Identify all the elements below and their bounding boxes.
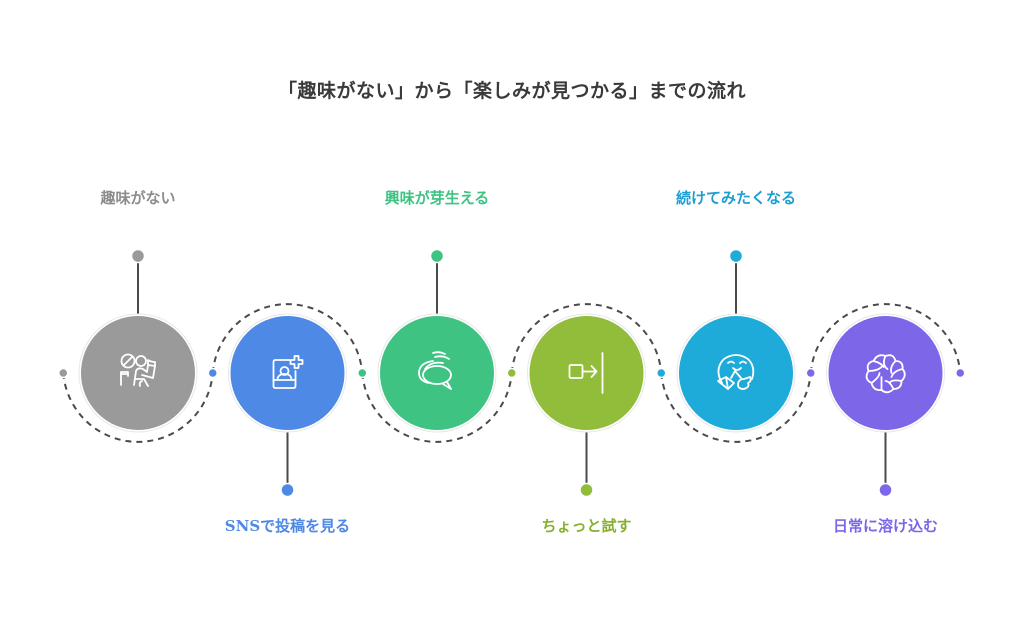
profile-add-icon	[272, 355, 304, 389]
step-label: 日常に溶け込む	[832, 517, 939, 535]
step-node	[78, 313, 198, 433]
dashed-arc	[510, 303, 663, 374]
step-circle	[81, 316, 195, 430]
step-circle	[529, 316, 644, 430]
dashed-path	[62, 303, 962, 443]
conversation-bubble-icon	[418, 351, 452, 390]
junction-dot	[506, 367, 517, 379]
junction-dot	[955, 367, 966, 379]
step-label: 続けてみたくなる	[675, 189, 797, 207]
dashed-arc	[361, 372, 513, 443]
stem-dot	[130, 248, 146, 264]
step-circle	[380, 316, 494, 430]
dashed-arc	[62, 372, 214, 443]
step-label: SNSで投稿を見る	[224, 517, 351, 535]
stem-dot	[429, 248, 445, 264]
dashed-arc	[809, 303, 962, 374]
step-node	[826, 313, 945, 433]
swirl-flower-icon	[865, 354, 906, 394]
step-node	[228, 313, 347, 433]
dashed-arc	[211, 303, 364, 374]
step-node	[377, 313, 497, 433]
step-label: 興味が芽生える	[384, 189, 490, 207]
junction-dot	[207, 367, 218, 379]
step-circle	[828, 316, 943, 430]
stem-dot	[280, 482, 295, 498]
stem-dot	[728, 248, 744, 264]
stem-dot	[878, 482, 893, 498]
person-reading-blocked-icon	[120, 353, 156, 387]
junction-dot	[58, 367, 69, 379]
diagram-title: 「趣味がない」から「楽しみが見つかる」までの流れ	[277, 80, 746, 102]
junction-dot	[656, 367, 667, 379]
step-label: 趣味がない	[100, 189, 176, 207]
step-label: ちょっと試す	[541, 517, 632, 535]
stem-dot	[579, 482, 594, 498]
junction-dot	[357, 367, 368, 379]
step-node	[676, 313, 796, 433]
dashed-arc	[660, 372, 812, 443]
junction-dot	[805, 367, 816, 379]
step-in-arrow-icon	[568, 352, 604, 394]
step-node	[527, 313, 646, 433]
happy-reader-icon	[717, 354, 755, 390]
